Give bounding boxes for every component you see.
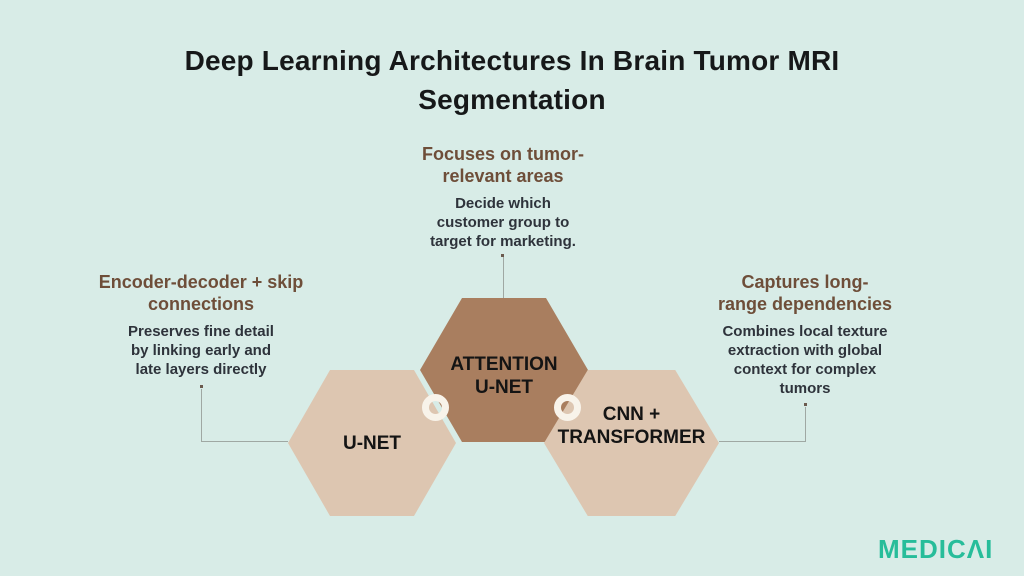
note-heading-line: Encoder-decoder + skip [98,272,304,292]
hexagon-label-line: ATTENTION [450,354,558,375]
note-unet: Encoder-decoder + skip connections Prese… [61,271,341,379]
note-body-line: extraction with global [727,342,883,359]
connector-top-line [503,257,504,298]
hexagon-label: ATTENTION U-NET [450,341,557,399]
note-heading-line: range dependencies [717,294,893,314]
note-heading: Focuses on tumor- relevant areas [363,143,643,187]
connector-left-line-v [201,389,202,442]
connector-ring-left-icon [422,394,449,421]
note-heading-line: Focuses on tumor- [421,144,584,164]
note-body-line: target for marketing. [430,233,576,250]
hexagon-label: U-NET [343,432,401,455]
connector-ring-right-icon [554,394,581,421]
note-heading: Captures long- range dependencies [665,271,945,315]
note-heading-line: Captures long- [741,272,869,292]
hexagon-label-line: U-NET [342,432,402,454]
page-title-line-2: Segmentation [418,84,606,115]
note-body: Decide which customer group to target fo… [363,194,643,251]
page-title: Deep Learning Architectures In Brain Tum… [0,41,1024,119]
note-heading: Encoder-decoder + skip connections [61,271,341,315]
connector-top-dot [501,254,504,257]
note-body-line: late layers directly [135,361,267,378]
note-body-line: Preserves fine detail [128,323,274,340]
hexagon-label-line: U-NET [474,377,534,398]
note-body: Combines local texture extraction with g… [665,322,945,398]
hexagon-unet: U-NET [288,370,456,516]
note-body-line: Decide which [455,195,551,212]
note-body-line: customer group to [436,214,570,231]
connector-left-dot [200,385,203,388]
note-attention-unet: Focuses on tumor- relevant areas Decide … [363,143,643,251]
note-cnn-transformer: Captures long- range dependencies Combin… [665,271,945,398]
hexagon-label-line: CNN + [602,404,661,425]
note-body: Preserves fine detail by linking early a… [61,322,341,379]
note-body-line: context for complex [733,361,877,378]
note-heading-line: relevant areas [442,166,564,186]
note-body-line: Combines local texture [722,323,888,340]
connector-right-dot [804,403,807,406]
note-heading-line: connections [147,294,254,314]
connector-left-line-h [201,441,288,442]
hexagon-label: CNN + TRANSFORMER [558,370,706,449]
page-title-line-1: Deep Learning Architectures In Brain Tum… [184,45,840,76]
note-body-line: tumors [779,380,831,397]
connector-right-line-v [805,407,806,442]
hexagon-cnn-transformer: CNN + TRANSFORMER [544,370,719,516]
hexagon-label-line: TRANSFORMER [557,427,706,448]
connector-right-line-h [719,441,805,442]
medicai-logo: MEDICΛI [878,534,994,564]
note-body-line: by linking early and [130,342,272,359]
